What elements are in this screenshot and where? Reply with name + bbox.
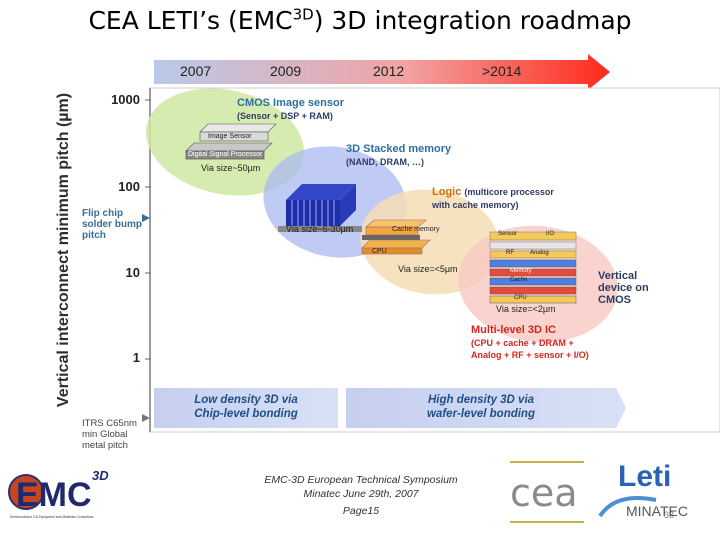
symposium-name: EMC-3D European Technical Symposium	[264, 474, 458, 486]
y-tick-100: 100	[118, 179, 140, 194]
memory-via-size: Via size~6-30µm	[286, 224, 354, 234]
timeline-label-2009: 2009	[270, 63, 302, 79]
roadmap-figure	[142, 54, 720, 433]
multilevel-subtitle-2: Analog + RF + sensor + I/O)	[471, 350, 589, 360]
logic-chip-bottom-label: CPU	[372, 248, 387, 255]
multilevel-layer-cache: Cache	[510, 277, 528, 283]
emc-3d-logo: EMC 3D Semiconductor 3-D Equipment and M…	[8, 466, 112, 522]
svg-text:MINATEC: MINATEC	[626, 503, 688, 519]
cmos-via-size: Via size~50µm	[201, 163, 261, 173]
logic-subtitle: with cache memory)	[432, 200, 519, 210]
leti-minatec-logo: Leti MINATEC	[596, 456, 720, 526]
timeline-label-2007: 2007	[180, 63, 212, 79]
cmos-zone	[146, 88, 304, 196]
cmos-chip-top-label: Image Sensor	[208, 133, 252, 140]
memory-subtitle: (NAND, DRAM, …)	[346, 157, 424, 167]
memory-cube-illustration	[278, 184, 362, 232]
svg-text:cea: cea	[510, 471, 578, 515]
y-tick-1000: 1000	[111, 92, 140, 107]
cmos-subtitle: (Sensor + DSP + RAM)	[237, 111, 333, 121]
svg-text:3D: 3D	[92, 468, 109, 483]
logic-chip-illustration	[361, 219, 431, 255]
y-axis-label: Vertical interconnect minimum pitch (µm)	[55, 92, 72, 408]
high-density-label: High density 3D via wafer-level bonding	[427, 394, 535, 420]
multilevel-layer-sensor: Sensor	[498, 231, 518, 237]
svg-text:Semiconductor 3-D Equipment an: Semiconductor 3-D Equipment and Material…	[10, 515, 94, 519]
cmos-title: CMOS Image sensor	[237, 97, 344, 109]
itrs-annotation: ITRS C65nm min Global metal pitch	[82, 418, 137, 451]
low-density-label: Low density 3D via Chip-level bonding	[194, 394, 298, 420]
cea-logo: cea	[508, 460, 586, 524]
memory-title: 3D Stacked memory	[346, 143, 452, 155]
flip-chip-arrow	[142, 214, 150, 222]
low-density-band	[154, 388, 338, 428]
timeline-label-2012: 2012	[373, 63, 405, 79]
multilevel-layer-analog: Analog	[530, 250, 549, 256]
cmos-chip-bottom-label: Digital Signal Processor	[188, 151, 263, 158]
high-density-band	[346, 388, 626, 428]
vertical-device-label: Vertical device on CMOS	[598, 270, 649, 306]
timeline-arrow	[154, 54, 610, 90]
logic-chip-top-label: Cache memory	[392, 226, 440, 233]
page-label: Page15	[342, 505, 380, 517]
itrs-arrow	[142, 414, 150, 422]
flip-chip-annotation: Flip chip solder bump pitch	[82, 208, 143, 241]
multilevel-via-size: Via size=<2µm	[496, 304, 556, 314]
symposium-date: Minatec June 29th, 2007	[303, 488, 419, 500]
svg-text:EMC: EMC	[16, 476, 92, 514]
svg-text:Leti: Leti	[618, 460, 671, 493]
multilevel-layer-cpu: CPU	[514, 295, 527, 301]
multilevel-layer-memory: Memory	[510, 268, 532, 274]
timeline-label-2014: >2014	[482, 63, 522, 79]
multilevel-layer-io: I/O	[546, 231, 555, 237]
y-tick-10: 10	[125, 265, 140, 280]
logic-via-size: Via size=<5µm	[398, 264, 458, 274]
y-tick-1: 1	[132, 350, 140, 365]
multilevel-subtitle-1: (CPU + cache + DRAM +	[471, 338, 574, 348]
multilevel-layer-rf: RF	[506, 250, 514, 256]
logic-title: Logic (multicore processor	[432, 186, 554, 198]
cmos-chip-illustration	[185, 123, 277, 160]
multilevel-title: Multi-level 3D IC	[471, 324, 556, 336]
slide-title: CEA LETI’s (EMC3D) 3D integration roadma…	[88, 5, 632, 35]
slide-number: 38	[664, 510, 675, 520]
multilevel-chip-illustration	[489, 231, 577, 304]
